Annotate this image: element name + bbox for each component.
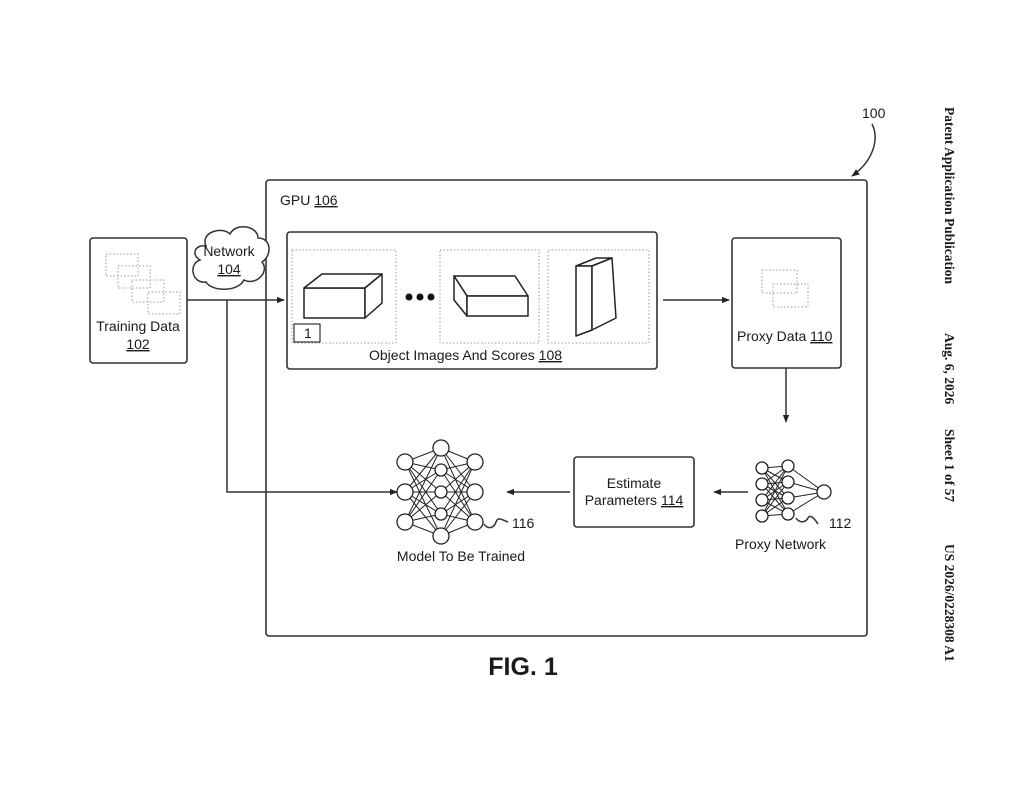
figure-label: FIG. 1 (488, 653, 558, 681)
header-sheet: Sheet 1 of 57 (942, 429, 957, 502)
system-ref-leader (852, 124, 875, 176)
model-label: Model To Be Trained (397, 548, 525, 564)
network-ref: 104 (217, 261, 241, 277)
proxy-network-label: Proxy Network (735, 536, 827, 552)
ellipsis-icon (406, 294, 435, 301)
proxy-data-label: Proxy Data 110 (737, 328, 833, 344)
patent-header: Patent Application Publication Aug. 6, 2… (942, 107, 957, 662)
score-tag-value: 1 (304, 325, 312, 341)
training-data-label: Training Data (96, 318, 180, 334)
estimate-parameters-label-line1: Estimate (607, 475, 662, 491)
object-images-label: Object Images And Scores 108 (369, 347, 562, 363)
header-publication-number: US 2026/0228308 A1 (942, 544, 957, 662)
cube-object-icon-1 (304, 274, 382, 318)
header-publication-type: Patent Application Publication (942, 107, 957, 285)
proxy-data-box (732, 238, 841, 368)
network-label: Network (203, 243, 255, 259)
proxy-network-ref: 112 (829, 515, 852, 531)
training-data-ref: 102 (126, 336, 150, 352)
cube-object-icon-2 (454, 276, 528, 316)
system-ref-number: 100 (862, 105, 886, 121)
model-network-icon (397, 440, 483, 544)
estimate-parameters-label-line2: Parameters 114 (585, 492, 684, 508)
gpu-label: GPU 106 (280, 192, 338, 208)
header-date: Aug. 6, 2026 (942, 333, 957, 405)
model-ref: 116 (512, 515, 535, 531)
